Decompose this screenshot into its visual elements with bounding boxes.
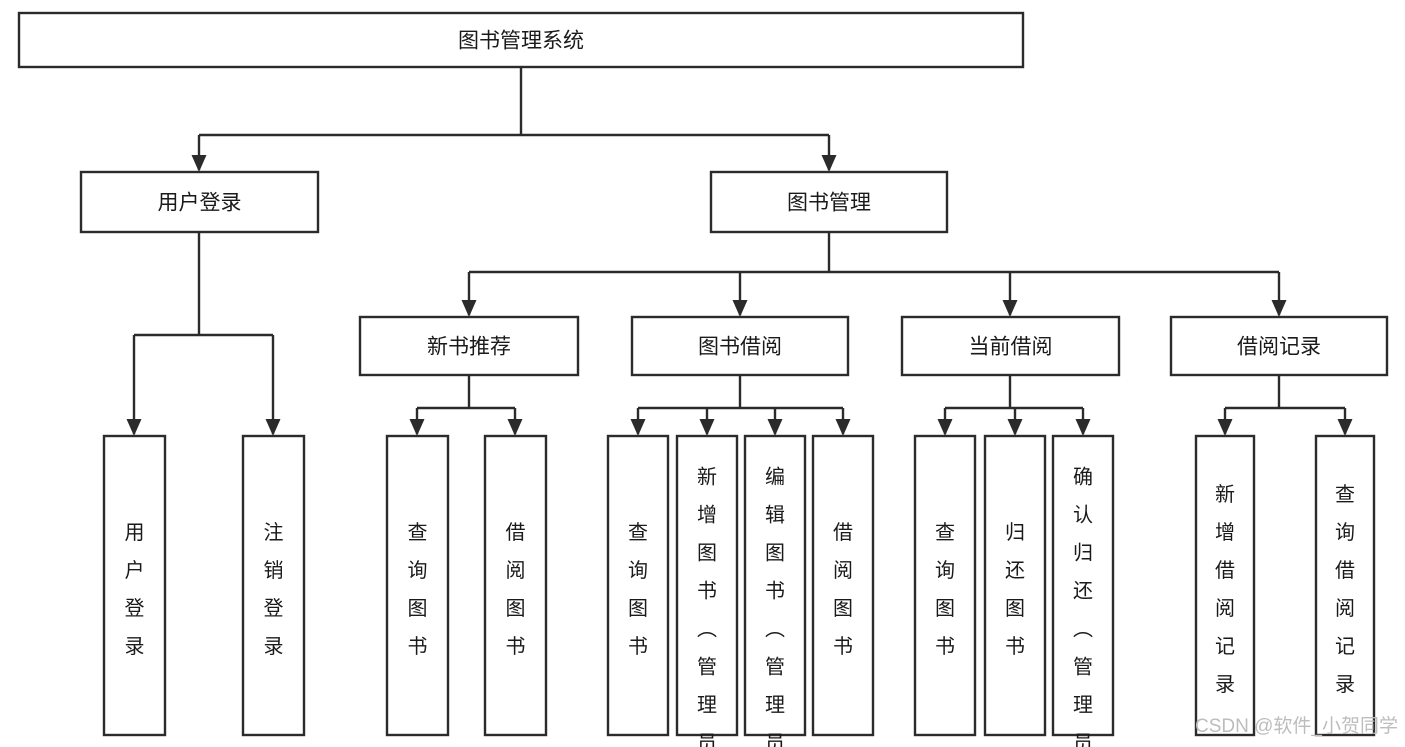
nodes-layer: 图书管理系统用户登录图书管理新书推荐图书借阅当前借阅借阅记录用户登录注销登录查询… — [17, 11, 1389, 747]
conn-user-login — [126, 232, 281, 436]
node-current-borrow[interactable]: 当前借阅 — [900, 315, 1121, 377]
node-leaf-confirm-return-admin[interactable]: 确认归还︵管理员︶ — [1051, 434, 1115, 747]
node-box-borrow-records[interactable] — [1169, 315, 1389, 377]
node-leaf-borrow-book-recommend[interactable]: 借阅图书 — [483, 434, 548, 737]
node-label-leaf-query-book-borrow: 查询图书 — [628, 521, 648, 658]
node-box-leaf-confirm-return-admin[interactable] — [1051, 434, 1115, 737]
node-book-management[interactable]: 图书管理 — [709, 170, 949, 234]
arrow-head-icon — [409, 419, 425, 436]
node-label-root: 图书管理系统 — [458, 30, 584, 53]
conn-book-management — [461, 232, 1287, 317]
node-box-current-borrow[interactable] — [900, 315, 1121, 377]
node-box-leaf-user-login[interactable] — [102, 434, 167, 737]
node-leaf-user-login[interactable]: 用户登录 — [102, 434, 167, 737]
node-box-user-login[interactable] — [79, 170, 320, 234]
node-user-login[interactable]: 用户登录 — [79, 170, 320, 234]
arrow-head-icon — [126, 419, 142, 436]
node-box-leaf-query-book-current[interactable] — [913, 434, 977, 737]
arrow-head-icon — [507, 419, 523, 436]
node-box-leaf-borrow-book[interactable] — [811, 434, 875, 737]
arrow-head-icon — [1337, 419, 1353, 436]
node-label-leaf-query-book-recommend: 查询图书 — [408, 521, 428, 658]
node-label-leaf-borrow-book: 借阅图书 — [833, 521, 853, 658]
node-box-leaf-return-book[interactable] — [983, 434, 1047, 737]
node-new-book-recommend[interactable]: 新书推荐 — [358, 315, 580, 377]
node-leaf-add-borrow-record[interactable]: 新增借阅记录 — [1194, 434, 1256, 737]
node-label-leaf-borrow-book-recommend: 借阅图书 — [506, 521, 526, 658]
node-leaf-query-book-current[interactable]: 查询图书 — [913, 434, 977, 737]
arrow-head-icon — [732, 300, 748, 317]
node-box-leaf-borrow-book-recommend[interactable] — [483, 434, 548, 737]
node-box-new-book-recommend[interactable] — [358, 315, 580, 377]
node-box-leaf-query-borrow-record[interactable] — [1314, 434, 1376, 737]
node-label-book-management: 图书管理 — [787, 192, 871, 215]
node-box-leaf-query-book-borrow[interactable] — [606, 434, 670, 737]
conn-book-borrow — [630, 375, 851, 436]
arrow-head-icon — [265, 419, 281, 436]
node-leaf-add-book-admin[interactable]: 新增图书︵管理员︶ — [675, 434, 739, 747]
node-box-leaf-edit-book-admin[interactable] — [743, 434, 807, 737]
node-label-book-borrow: 图书借阅 — [698, 336, 782, 359]
arrow-head-icon — [699, 419, 715, 436]
node-label-leaf-query-borrow-record: 查询借阅记录 — [1335, 483, 1355, 696]
arrow-head-icon — [1075, 419, 1091, 436]
node-box-root[interactable] — [17, 11, 1025, 69]
node-box-leaf-query-book-recommend[interactable] — [385, 434, 450, 737]
arrow-head-icon — [835, 419, 851, 436]
arrow-head-icon — [937, 419, 953, 436]
conn-new-book-recommend — [409, 375, 523, 436]
node-label-leaf-logout: 注销登录 — [264, 521, 284, 658]
node-leaf-logout[interactable]: 注销登录 — [241, 434, 306, 737]
arrow-head-icon — [1002, 300, 1018, 317]
node-leaf-query-borrow-record[interactable]: 查询借阅记录 — [1314, 434, 1376, 737]
node-label-leaf-add-borrow-record: 新增借阅记录 — [1215, 483, 1235, 696]
node-box-book-borrow[interactable] — [630, 315, 850, 377]
conn-borrow-records — [1217, 375, 1353, 436]
node-leaf-query-book-recommend[interactable]: 查询图书 — [385, 434, 450, 737]
node-label-leaf-add-book-admin: 新增图书︵管理员︶ — [697, 466, 717, 747]
csdn-watermark: CSDN @软件_小贺同学 — [1195, 715, 1398, 737]
arrow-head-icon — [630, 419, 646, 436]
arrow-head-icon — [821, 155, 837, 172]
node-label-leaf-edit-book-admin: 编辑图书︵管理员︶ — [765, 466, 785, 747]
conn-root — [191, 67, 837, 172]
node-box-leaf-add-book-admin[interactable] — [675, 434, 739, 737]
node-label-leaf-user-login: 用户登录 — [125, 522, 145, 658]
arrow-head-icon — [1217, 419, 1233, 436]
node-label-user-login: 用户登录 — [158, 192, 242, 215]
arrow-head-icon — [461, 300, 477, 317]
node-label-borrow-records: 借阅记录 — [1237, 336, 1321, 359]
node-label-new-book-recommend: 新书推荐 — [427, 336, 511, 359]
node-root[interactable]: 图书管理系统 — [17, 11, 1025, 69]
node-box-book-management[interactable] — [709, 170, 949, 234]
connectors-layer — [126, 67, 1353, 436]
conn-current-borrow — [937, 375, 1091, 436]
node-book-borrow[interactable]: 图书借阅 — [630, 315, 850, 377]
arrow-head-icon — [1271, 300, 1287, 317]
node-leaf-borrow-book[interactable]: 借阅图书 — [811, 434, 875, 737]
node-leaf-query-book-borrow[interactable]: 查询图书 — [606, 434, 670, 737]
node-label-leaf-return-book: 归还图书 — [1005, 521, 1025, 658]
node-label-leaf-confirm-return-admin: 确认归还︵管理员︶ — [1073, 466, 1093, 747]
node-leaf-return-book[interactable]: 归还图书 — [983, 434, 1047, 737]
arrow-head-icon — [1007, 419, 1023, 436]
node-borrow-records[interactable]: 借阅记录 — [1169, 315, 1389, 377]
arrow-head-icon — [191, 155, 207, 172]
node-label-current-borrow: 当前借阅 — [969, 336, 1053, 359]
arrow-head-icon — [767, 419, 783, 436]
node-box-leaf-add-borrow-record[interactable] — [1194, 434, 1256, 737]
node-box-leaf-logout[interactable] — [241, 434, 306, 737]
node-leaf-edit-book-admin[interactable]: 编辑图书︵管理员︶ — [743, 434, 807, 747]
node-label-leaf-query-book-current: 查询图书 — [935, 521, 955, 658]
